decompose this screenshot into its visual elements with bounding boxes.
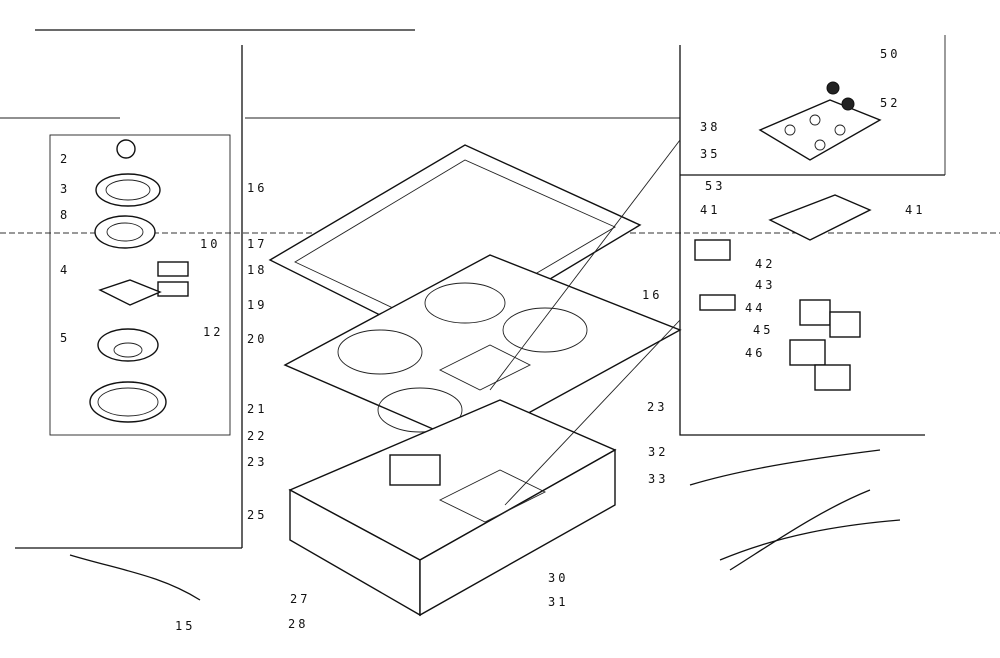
label-2: 2: [60, 152, 70, 166]
label-23b: 23: [647, 400, 667, 414]
label-18: 18: [247, 263, 267, 277]
cooktop-plate-icon: [283, 254, 682, 446]
wire-harness-icon: [69, 449, 901, 601]
label-46: 46: [745, 346, 765, 360]
label-15: 15: [175, 619, 195, 633]
label-16b: 16: [642, 288, 662, 302]
label-10: 10: [200, 237, 220, 251]
burner-assembly-icon: [89, 139, 189, 423]
label-45: 45: [753, 323, 773, 337]
label-38: 38: [700, 120, 720, 134]
label-22: 22: [247, 429, 267, 443]
label-16a: 16: [247, 181, 267, 195]
label-30: 30: [548, 571, 568, 585]
cooktop-box-icon: [288, 399, 617, 617]
label-28: 28: [288, 617, 308, 631]
label-8: 8: [60, 208, 70, 222]
label-35: 35: [700, 147, 720, 161]
label-21: 21: [247, 402, 267, 416]
label-12: 12: [203, 325, 223, 339]
switch-assembly-icon: [694, 194, 872, 391]
label-41a: 41: [700, 203, 720, 217]
label-41b: 41: [905, 203, 925, 217]
label-44: 44: [745, 301, 765, 315]
label-25: 25: [247, 508, 267, 522]
label-20: 20: [247, 332, 267, 346]
label-17: 17: [247, 237, 267, 251]
label-19: 19: [247, 298, 267, 312]
label-32: 32: [648, 445, 668, 459]
label-31: 31: [548, 595, 568, 609]
label-4: 4: [60, 263, 70, 277]
control-panel-icon: [758, 81, 882, 161]
label-52: 52: [880, 96, 900, 110]
label-50: 50: [880, 47, 900, 61]
arrow-to-inset-1: [489, 139, 681, 391]
label-3: 3: [60, 182, 70, 196]
label-42: 42: [755, 257, 775, 271]
label-33: 33: [648, 472, 668, 486]
burner-inset-box: [49, 134, 231, 436]
label-27: 27: [290, 592, 310, 606]
label-53: 53: [705, 179, 725, 193]
label-5: 5: [60, 331, 70, 345]
arrow-to-inset-2: [504, 319, 681, 506]
label-23a: 23: [247, 455, 267, 469]
label-43: 43: [755, 278, 775, 292]
